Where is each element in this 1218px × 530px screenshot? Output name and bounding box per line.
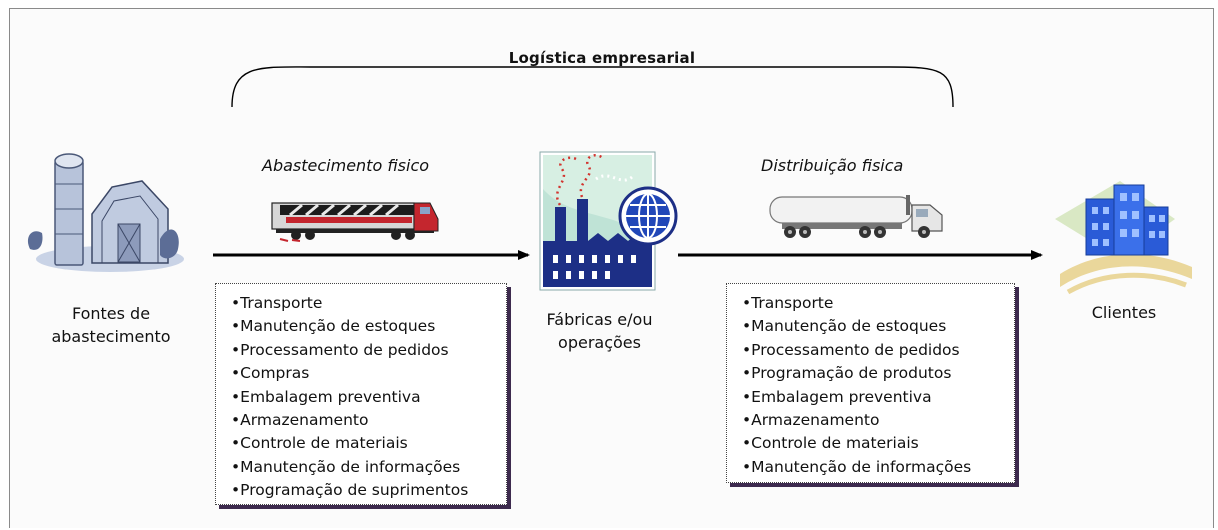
logistics-bracket: [231, 66, 954, 108]
diagram-frame: Logística empresarial Abastecimento fisi…: [9, 8, 1214, 528]
list-item: Transporte: [231, 292, 506, 315]
tanker-truck-icon: [769, 195, 943, 238]
list-item: Transporte: [742, 292, 1014, 315]
diagram-canvas: [27, 66, 1192, 295]
list-item: Compras: [231, 362, 506, 385]
factories-label: Fábricas e/ou operações: [546, 310, 653, 352]
customers-label: Clientes: [1091, 303, 1157, 322]
list-item: Manutenção de informações: [231, 456, 506, 479]
supply-flow-label: Abastecimento fisico: [262, 156, 430, 175]
list-item: Programação de produtos: [742, 362, 1014, 385]
office-buildings-icon: [1055, 181, 1192, 295]
list-item: Manutenção de estoques: [231, 315, 506, 338]
list-item: Processamento de pedidos: [231, 339, 506, 362]
list-item: Armazenamento: [742, 409, 1014, 432]
list-item: Manutenção de informações: [742, 456, 1014, 479]
locomotive-icon: [271, 202, 439, 242]
supply-activities-list: Transporte Manutenção de estoques Proces…: [231, 292, 506, 503]
list-item: Controle de materiais: [231, 432, 506, 455]
list-item: Programação de suprimentos: [231, 479, 506, 502]
list-item: Embalagem preventiva: [231, 386, 506, 409]
list-item: Processamento de pedidos: [742, 339, 1014, 362]
distribution-flow-label: Distribuição fisica: [761, 156, 904, 175]
factory-globe-icon: [539, 151, 678, 291]
sources-label: Fontes de abastecimento: [51, 304, 171, 346]
distribution-activities-list: Transporte Manutenção de estoques Proces…: [742, 292, 1014, 479]
list-item: Embalagem preventiva: [742, 386, 1014, 409]
list-item: Manutenção de estoques: [742, 315, 1014, 338]
diagram-title: Logística empresarial: [508, 49, 696, 67]
farm-silo-barn-icon: [27, 153, 184, 272]
list-item: Armazenamento: [231, 409, 506, 432]
distribution-activities-box: Transporte Manutenção de estoques Proces…: [726, 283, 1015, 483]
supply-activities-box: Transporte Manutenção de estoques Proces…: [215, 283, 507, 505]
list-item: Controle de materiais: [742, 432, 1014, 455]
